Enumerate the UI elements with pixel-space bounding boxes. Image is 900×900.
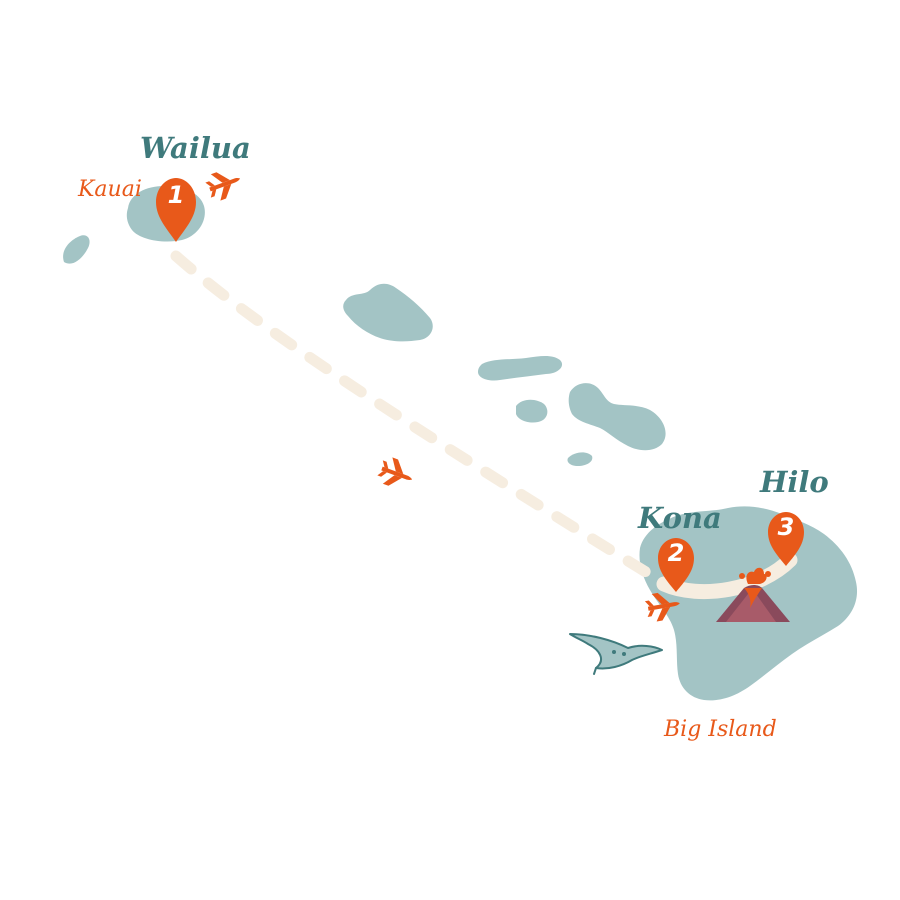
island-lanai [516,399,548,423]
island-molokai [478,356,563,381]
volcano-icon [716,567,790,622]
city-label-wailua: Wailua [140,131,251,165]
city-label-hilo: Hilo [759,465,829,499]
island-label-big-island: Big Island [663,717,777,742]
pin-number: 3 [778,513,795,541]
airplane-icon [377,457,413,486]
island-label-kauai: Kauai [77,177,142,202]
map-pin-icon[interactable]: 3 [768,512,804,566]
city-label-kona: Kona [637,501,722,535]
map-pin-icon[interactable]: 1 [156,178,196,242]
pin-number: 1 [168,181,185,209]
island-maui [568,383,666,451]
island-niihau [63,235,90,264]
airplane-icon [205,172,241,201]
airplane-icon [644,592,680,622]
map-pin-icon[interactable]: 2 [658,538,694,592]
island-kahoolawe [567,452,593,466]
route-kauai-to-kona [170,250,668,588]
island-oahu [343,283,433,342]
manta-ray-icon [569,633,663,675]
pin-number: 2 [668,539,685,567]
